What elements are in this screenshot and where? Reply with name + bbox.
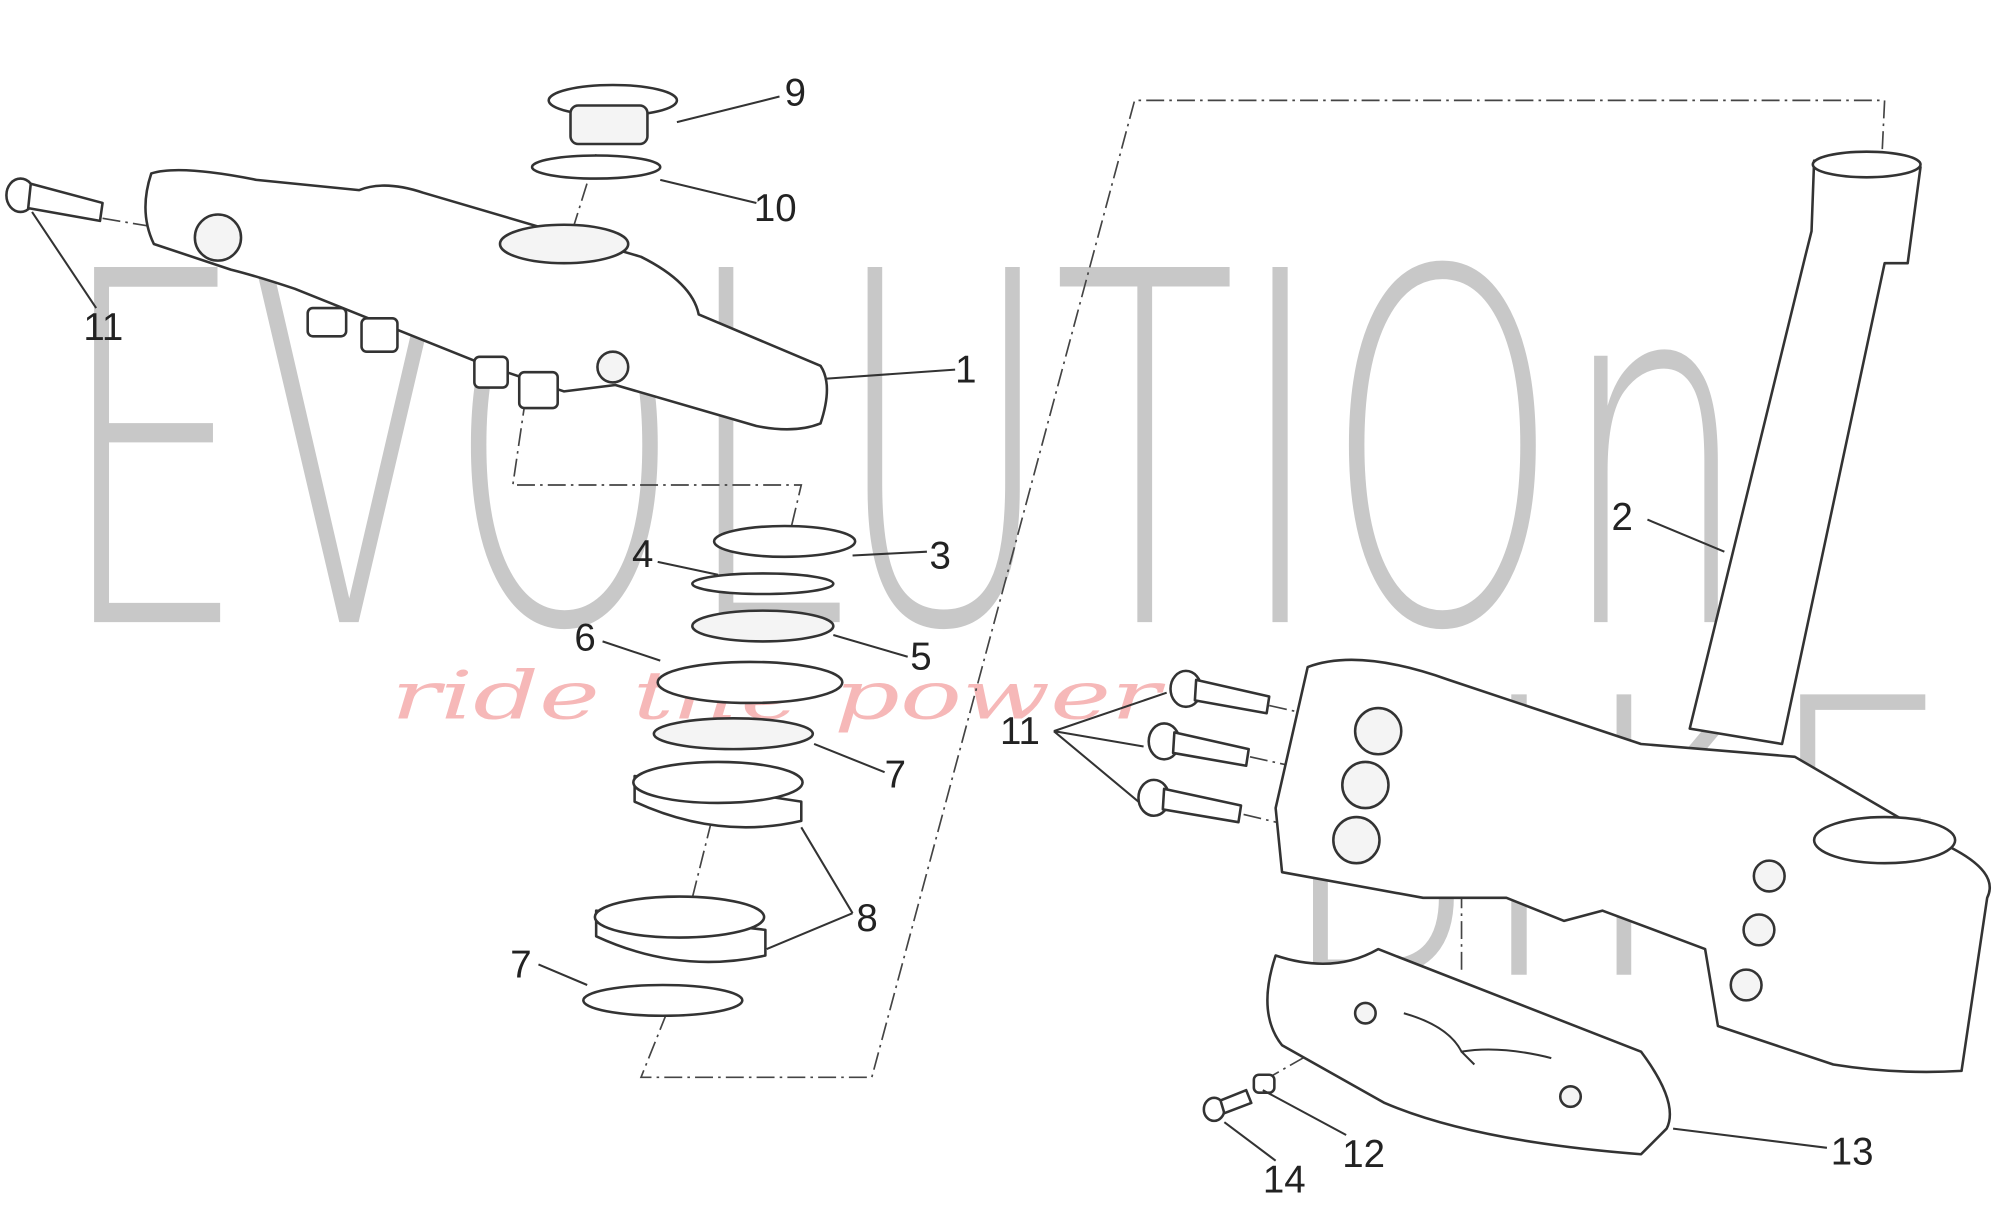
callout-11-right: 11	[1000, 710, 1040, 753]
eagle-logo	[1403, 1012, 1552, 1066]
part-8-bearing-lower	[593, 895, 767, 964]
callout-4: 4	[632, 533, 653, 576]
bearing-stack	[582, 524, 857, 1018]
callout-8: 8	[856, 897, 877, 940]
callout-2: 2	[1612, 496, 1633, 539]
callout-14: 14	[1263, 1159, 1306, 1202]
part-2-steering-stem	[1688, 150, 1922, 746]
part-9-stem-nut	[547, 83, 679, 146]
callout-labels: 9 10 11 1 3 4 5 6 7 8 7 2 11 12 13 14	[83, 72, 1873, 1202]
part-11-bolt-left	[5, 177, 104, 223]
part-12-spacer	[1252, 1073, 1276, 1094]
part-11-bolts-right	[1137, 669, 1271, 824]
part-13-cover	[1266, 947, 1672, 1156]
part-3-ring-nut	[712, 524, 857, 559]
part-7-seal-lower	[582, 983, 744, 1018]
callout-1: 1	[955, 348, 976, 391]
callout-13: 13	[1831, 1130, 1874, 1173]
callout-11-left: 11	[83, 306, 123, 349]
part-6-dust-cover	[656, 660, 844, 705]
callout-9: 9	[785, 72, 806, 115]
callout-6: 6	[574, 616, 595, 659]
part-8-bearing-upper	[632, 760, 804, 829]
lower-triple-clamp	[1274, 658, 1991, 1074]
part-14-screw	[1202, 1088, 1253, 1123]
part-10-washer	[530, 154, 662, 180]
callout-7-lower: 7	[510, 943, 531, 986]
leader-lines	[31, 95, 1828, 1162]
part-1-upper-clamp	[144, 168, 829, 431]
part-5-ring-nut	[691, 609, 835, 643]
callout-5: 5	[910, 636, 931, 679]
callout-12: 12	[1342, 1133, 1385, 1176]
callout-7-upper: 7	[885, 754, 906, 797]
callout-10: 10	[754, 187, 797, 230]
part-7-seal-upper	[652, 717, 815, 751]
part-4-lock-washer	[691, 572, 835, 596]
callout-3: 3	[929, 534, 950, 577]
